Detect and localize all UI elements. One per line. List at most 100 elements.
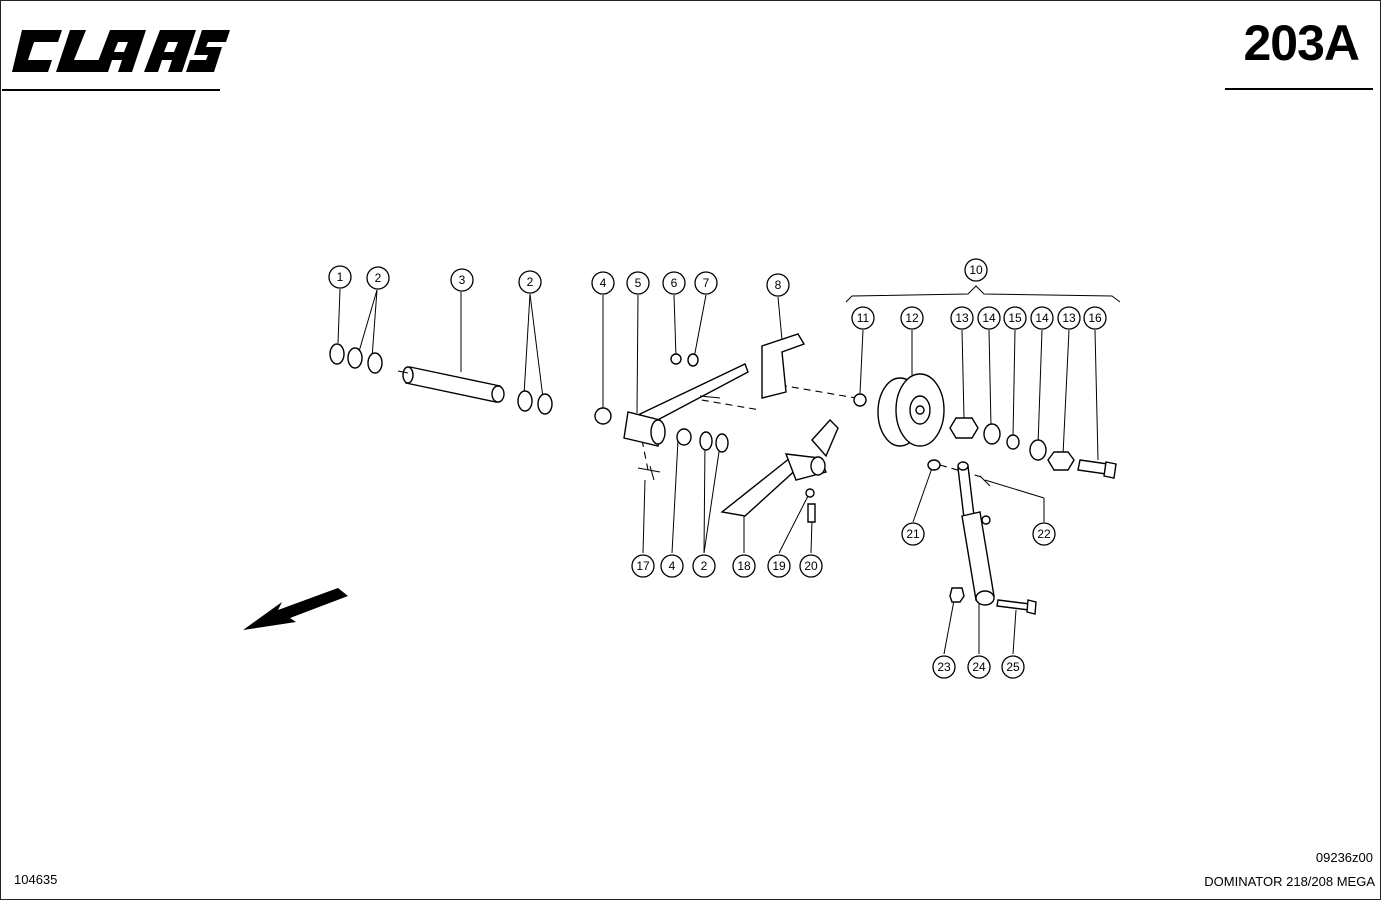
svg-text:11: 11 (857, 311, 870, 325)
callout: 3 (450, 268, 474, 292)
callout: 14 (977, 306, 1001, 330)
part-13-nut (949, 417, 979, 439)
assembly-lines (641, 384, 986, 479)
svg-text:14: 14 (1035, 311, 1049, 325)
svg-text:2: 2 (527, 275, 534, 289)
part-11-bearing (853, 393, 867, 407)
svg-text:17: 17 (636, 559, 650, 573)
callout: 1 (328, 265, 352, 289)
logo-underline (2, 89, 220, 91)
callout: 2 (518, 270, 542, 294)
part-17-pin (637, 465, 661, 481)
page-number: 203A (1243, 15, 1360, 71)
part-24-gas-spring (957, 461, 995, 606)
part-5-arm-sleeve (623, 363, 749, 447)
callout: 17 (631, 554, 655, 578)
part-2-washer (715, 433, 729, 453)
part-25-bolt (996, 599, 1037, 615)
page-number-underline (1225, 88, 1373, 90)
part-19-nut (805, 488, 815, 498)
callout: 15 (1003, 306, 1027, 330)
part-4-bush (676, 428, 692, 446)
svg-text:21: 21 (906, 527, 920, 541)
callout: 20 (799, 554, 823, 578)
svg-text:8: 8 (775, 278, 782, 292)
callout: 5 (626, 271, 650, 295)
callout: 19 (767, 554, 791, 578)
callout: 7 (694, 271, 718, 295)
part-21-washer (927, 459, 941, 471)
callout: 12 (900, 306, 924, 330)
callout: 8 (766, 273, 790, 297)
part-23-nut (949, 587, 965, 603)
svg-text:4: 4 (669, 559, 676, 573)
part-22-pin (979, 475, 991, 487)
part-14-circlip (1029, 439, 1047, 461)
svg-text:1: 1 (337, 270, 344, 284)
callout: 11 (851, 306, 875, 330)
callout: 4 (591, 271, 615, 295)
svg-text:23: 23 (937, 660, 951, 674)
callout: 10 (964, 258, 988, 282)
svg-text:15: 15 (1008, 311, 1022, 325)
svg-text:24: 24 (972, 660, 986, 674)
svg-text:20: 20 (804, 559, 818, 573)
callout: 24 (967, 655, 991, 679)
part-1-ring (329, 343, 345, 365)
part-20-bolt (807, 503, 816, 523)
part-15-washer (1006, 434, 1020, 450)
part-14-circlip (983, 423, 1001, 445)
part-6-nut (670, 353, 682, 365)
callout: 2 (366, 266, 390, 290)
svg-text:2: 2 (701, 559, 708, 573)
group-10-bracket (845, 285, 1121, 303)
svg-text:10: 10 (969, 263, 983, 277)
part-8-bracket (761, 333, 806, 399)
svg-text:13: 13 (955, 311, 969, 325)
drawing-code: 09236z00 (1315, 850, 1373, 865)
part-2-washer (347, 347, 363, 369)
callout: 14 (1030, 306, 1054, 330)
svg-text:18: 18 (737, 559, 751, 573)
svg-text:13: 13 (1062, 311, 1076, 325)
callout: 13 (1057, 306, 1081, 330)
callout: 18 (732, 554, 756, 578)
callout: 21 (901, 522, 925, 546)
callout: 25 (1001, 655, 1025, 679)
svg-text:19: 19 (772, 559, 786, 573)
svg-text:2: 2 (375, 271, 382, 285)
svg-text:16: 16 (1088, 311, 1102, 325)
callout: 13 (950, 306, 974, 330)
part-2-washer (517, 390, 533, 412)
callout: 22 (1032, 522, 1056, 546)
svg-text:22: 22 (1037, 527, 1051, 541)
part-16-bolt (1077, 459, 1117, 479)
part-4-bush (594, 407, 612, 425)
part-2-washer (537, 393, 553, 415)
svg-text:7: 7 (703, 276, 710, 290)
model-name: DOMINATOR 218/208 MEGA (1204, 874, 1375, 889)
part-7-washer (687, 353, 699, 367)
part-3-shaft (397, 366, 505, 403)
svg-text:14: 14 (982, 311, 996, 325)
callout: 23 (932, 655, 956, 679)
part-18-lever (720, 418, 839, 517)
leader-lines (337, 288, 1099, 655)
drawing-id: 104635 (14, 872, 58, 887)
svg-text:5: 5 (635, 276, 642, 290)
callout: 2 (692, 554, 716, 578)
callout: 6 (662, 271, 686, 295)
svg-text:25: 25 (1006, 660, 1020, 674)
part-2-washer (699, 431, 713, 451)
callout: 4 (660, 554, 684, 578)
part-12-pulley (877, 373, 945, 447)
callout: 16 (1083, 306, 1107, 330)
svg-text:6: 6 (671, 276, 678, 290)
svg-text:3: 3 (459, 273, 466, 287)
svg-text:4: 4 (600, 276, 607, 290)
claas-logo (12, 30, 230, 72)
part-13-nut (1047, 451, 1075, 471)
travel-direction-arrow (243, 588, 348, 630)
part-2-washer (367, 352, 383, 374)
